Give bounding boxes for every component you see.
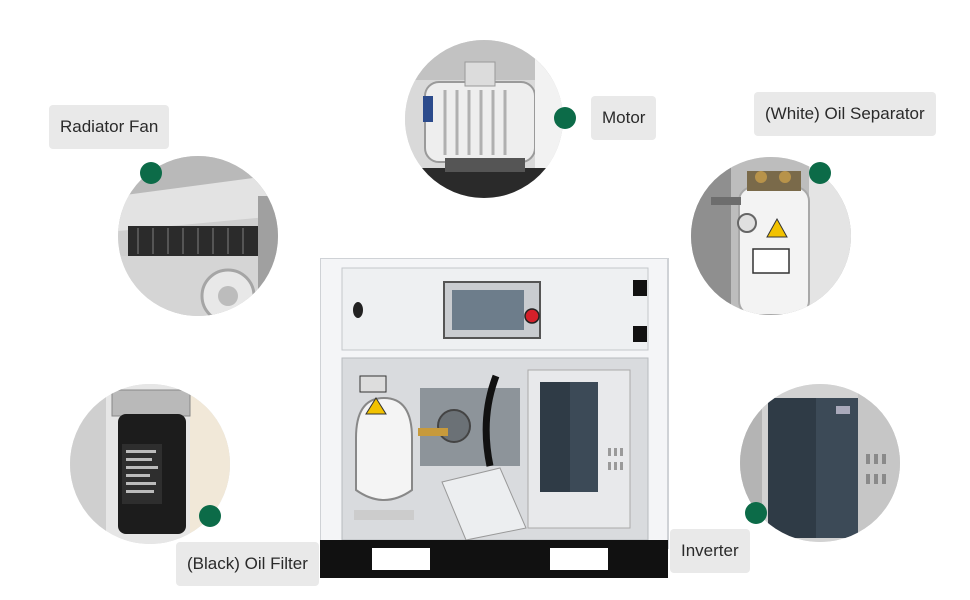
radiator-fan-label: Radiator Fan [49, 105, 170, 149]
inverter-label: Inverter [670, 529, 750, 573]
compressor-cabinet [320, 258, 670, 580]
inverter-marker [745, 502, 767, 524]
oil-separator-marker [809, 162, 831, 184]
oil-filter-label: (Black) Oil Filter [176, 542, 319, 586]
motor-marker [554, 107, 576, 129]
radiator-fan-marker [140, 162, 162, 184]
motor-label: Motor [591, 96, 657, 140]
oil-filter-marker [199, 505, 221, 527]
motor-photo [405, 40, 563, 198]
oil-separator-label: (White) Oil Separator [754, 92, 936, 136]
radiator-fan-photo [118, 156, 278, 316]
